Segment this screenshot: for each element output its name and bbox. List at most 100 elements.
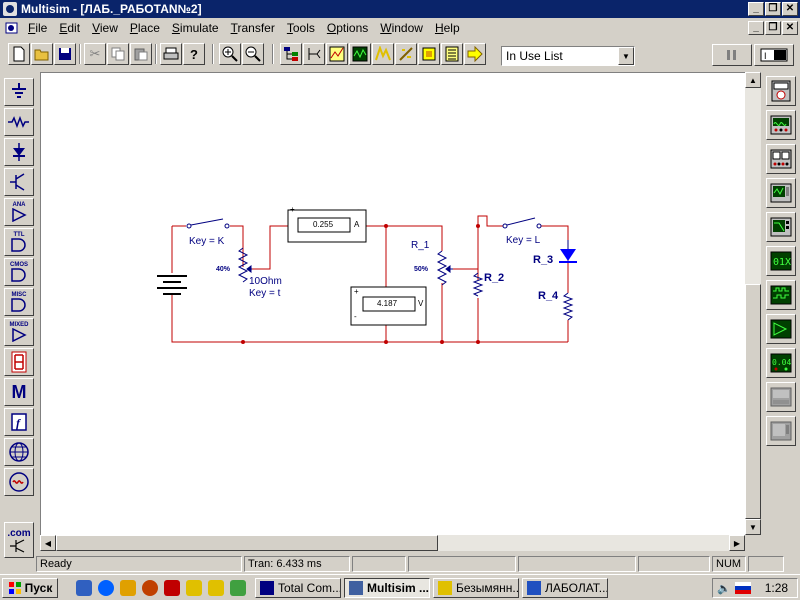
vertical-scroll-thumb[interactable] <box>745 284 761 519</box>
zoom-out-button[interactable] <box>242 43 264 65</box>
pause-simulation-button[interactable] <box>712 44 752 66</box>
close-button[interactable]: ✕ <box>782 2 798 16</box>
in-use-list-value: In Use List <box>506 49 563 63</box>
horizontal-scroll-thumb[interactable] <box>56 535 438 551</box>
electromech-bin-button[interactable] <box>4 468 34 496</box>
scroll-up-icon[interactable]: ▲ <box>745 72 761 88</box>
task-paint[interactable]: Безымянн... <box>433 578 519 598</box>
start-label: Пуск <box>24 581 53 595</box>
sources-bin-button[interactable] <box>4 78 34 106</box>
task-total-commander[interactable]: Total Com... <box>255 578 341 598</box>
menu-file[interactable]: File <box>28 21 48 35</box>
task-word-document[interactable]: ЛАБОЛАТ... <box>522 578 608 598</box>
run-simulation-switch[interactable]: I <box>754 44 794 66</box>
menu-view[interactable]: View <box>92 21 118 35</box>
zoom-in-button[interactable] <box>219 43 241 65</box>
scroll-right-icon[interactable]: ▶ <box>729 535 745 551</box>
quicklaunch-pencil-icon[interactable] <box>208 580 224 596</box>
indicators-bin-button[interactable] <box>4 348 34 376</box>
scroll-down-icon[interactable]: ▼ <box>745 519 761 535</box>
menu-tools[interactable]: Tools <box>286 21 315 35</box>
network-analyzer-button[interactable] <box>766 416 796 446</box>
copy-button[interactable] <box>107 43 129 65</box>
doc-minimize-button[interactable]: _ <box>748 21 764 35</box>
multimeter-button[interactable] <box>766 76 796 106</box>
pot-left-key: Key = t <box>249 288 281 299</box>
print-button[interactable] <box>160 43 182 65</box>
menu-place[interactable]: Place <box>129 21 160 35</box>
transistors-bin-button[interactable] <box>4 168 34 196</box>
logic-analyzer-button[interactable] <box>766 280 796 310</box>
restore-button[interactable]: ❐ <box>765 2 781 16</box>
document-menu-icon[interactable] <box>4 21 20 35</box>
distortion-analyzer-button[interactable]: 0.04 <box>766 348 796 378</box>
wattmeter-button[interactable] <box>766 144 796 174</box>
mixed-bin-button[interactable]: MIXED <box>4 318 34 346</box>
menu-window[interactable]: Window <box>380 21 423 35</box>
gate-icon <box>11 268 26 282</box>
hierarchy-icon <box>284 47 298 61</box>
database-button[interactable] <box>418 43 440 65</box>
doc-restore-button[interactable]: ❐ <box>765 21 781 35</box>
spectrum-analyzer-button[interactable] <box>766 382 796 412</box>
volume-icon[interactable]: 🔈 <box>717 582 731 595</box>
ammeter-symbol <box>287 209 367 243</box>
quicklaunch-app-icon[interactable] <box>230 580 246 596</box>
hierarchy-button[interactable] <box>280 43 302 65</box>
oscilloscope-button[interactable] <box>766 178 796 208</box>
task-multisim[interactable]: Multisim ... <box>344 578 430 598</box>
menu-edit[interactable]: Edit <box>59 21 81 35</box>
seven-segment-icon <box>11 351 27 373</box>
r2-label: R_2 <box>484 272 505 284</box>
wizard-button[interactable] <box>395 43 417 65</box>
quicklaunch-pencil-icon[interactable] <box>186 580 202 596</box>
save-button[interactable] <box>54 43 76 65</box>
multisim-app-icon[interactable] <box>3 2 17 16</box>
schematic-canvas[interactable]: Key = K 40% 10Ohm Key = t + - 0.255 A + … <box>40 72 745 535</box>
new-file-button[interactable] <box>8 43 30 65</box>
ttl-bin-button[interactable]: TTL <box>4 228 34 256</box>
open-file-button[interactable] <box>31 43 53 65</box>
misc-digital-bin-button[interactable]: MISC <box>4 288 34 316</box>
scroll-left-icon[interactable]: ◀ <box>40 535 56 551</box>
internet-explorer-icon[interactable] <box>98 580 114 596</box>
minimize-button[interactable]: _ <box>748 2 764 16</box>
media-player-icon[interactable] <box>142 580 158 596</box>
word-generator-button[interactable]: 01X <box>766 246 796 276</box>
quicklaunch-app-icon[interactable] <box>164 580 180 596</box>
diodes-bin-button[interactable] <box>4 138 34 166</box>
cmos-bin-button[interactable]: CMOS <box>4 258 34 286</box>
internet-design-button[interactable]: .com <box>4 522 34 558</box>
horizontal-scrollbar[interactable]: ◀ ▶ <box>40 535 745 551</box>
start-button[interactable]: Пуск <box>2 578 58 598</box>
bom-button[interactable] <box>441 43 463 65</box>
outlook-icon[interactable] <box>120 580 136 596</box>
postprocessor-button[interactable] <box>349 43 371 65</box>
transfer-button[interactable] <box>464 43 486 65</box>
basic-bin-button[interactable] <box>4 108 34 136</box>
doc-close-button[interactable]: ✕ <box>782 21 798 35</box>
russian-flag-icon[interactable] <box>734 582 751 594</box>
vertical-scrollbar[interactable]: ▲ ▼ <box>745 72 761 535</box>
paste-button[interactable] <box>130 43 152 65</box>
cut-button[interactable]: ✂ <box>84 43 106 65</box>
chevron-down-icon[interactable]: ▼ <box>618 47 634 65</box>
show-desktop-icon[interactable] <box>76 580 92 596</box>
menu-options[interactable]: Options <box>326 21 369 35</box>
resistor-r2-symbol <box>472 272 484 297</box>
analog-bin-button[interactable]: ANA <box>4 198 34 226</box>
menu-transfer[interactable]: Transfer <box>230 21 275 35</box>
controls-bin-button[interactable]: f <box>4 408 34 436</box>
grapher-button[interactable] <box>326 43 348 65</box>
menu-simulate[interactable]: Simulate <box>171 21 219 35</box>
rf-bin-button[interactable] <box>4 438 34 466</box>
misc-bin-button[interactable]: M <box>4 378 34 406</box>
bode-plotter-button[interactable] <box>766 212 796 242</box>
analysis-button[interactable] <box>372 43 394 65</box>
menu-help[interactable]: Help <box>434 21 460 35</box>
logic-converter-button[interactable] <box>766 314 796 344</box>
function-generator-button[interactable] <box>766 110 796 140</box>
help-button[interactable]: ? <box>183 43 205 65</box>
component-button[interactable] <box>303 43 325 65</box>
in-use-list-dropdown[interactable]: In Use List ▼ <box>501 46 635 66</box>
